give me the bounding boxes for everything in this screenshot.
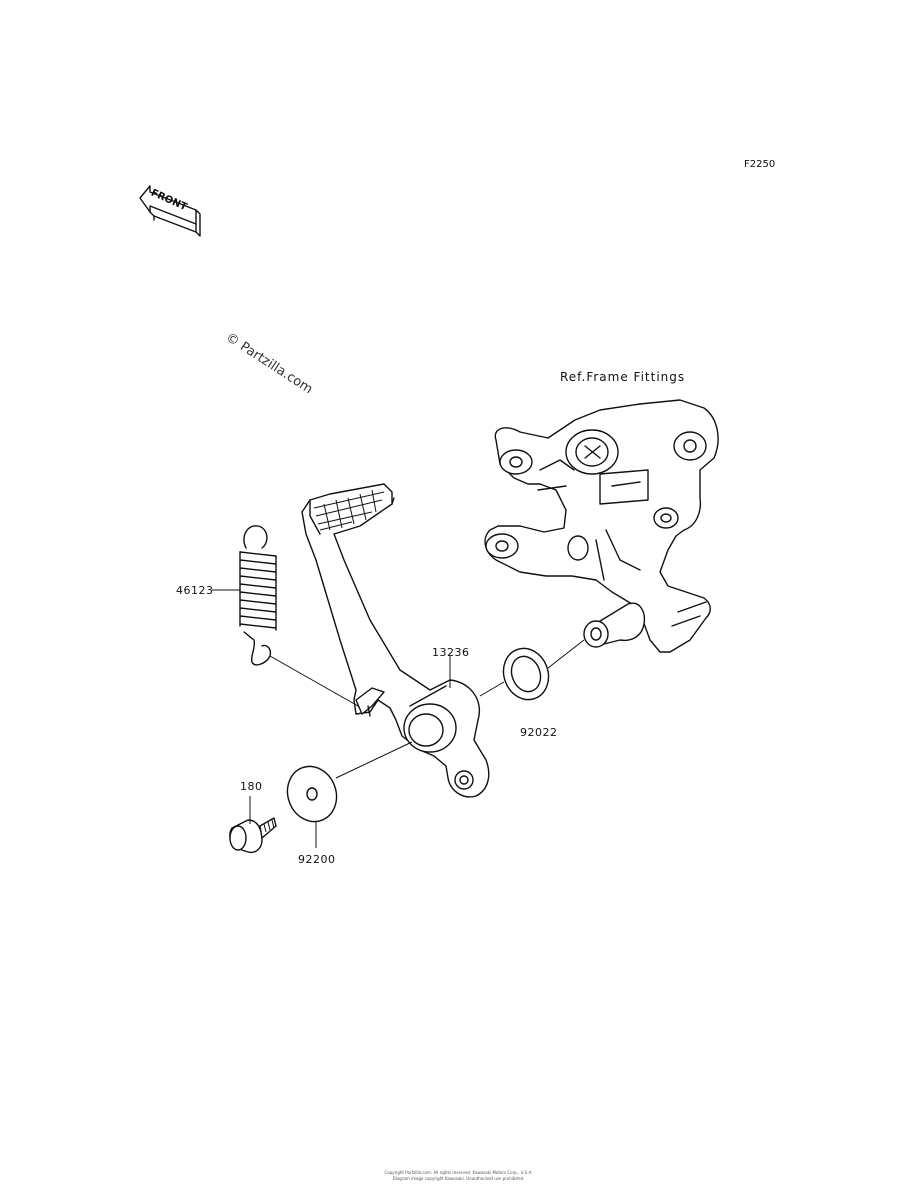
pedal-tread xyxy=(313,489,385,531)
assembly-lines xyxy=(269,639,585,779)
copyright-line-2: Diagram image copyright Kawasaki. Unauth… xyxy=(392,1176,525,1181)
washer-92022 xyxy=(502,647,550,701)
leader-lines xyxy=(212,589,451,848)
bolt-180 xyxy=(229,817,277,854)
frame-fitting-bracket xyxy=(484,399,719,653)
reference-note: Ref.Frame Fittings xyxy=(560,370,686,384)
part-label-180: 180 xyxy=(240,780,263,793)
part-label-92200: 92200 xyxy=(298,853,336,866)
spring-46123 xyxy=(239,525,277,666)
part-label-92022: 92022 xyxy=(520,726,558,739)
copyright-line-1: Copyright Partzilla.com. All rights rese… xyxy=(384,1170,533,1175)
front-arrow-icon: FRONT xyxy=(139,185,201,237)
part-label-13236: 13236 xyxy=(432,646,470,659)
brake-pedal-13236 xyxy=(301,483,490,798)
part-label-46123: 46123 xyxy=(176,584,214,597)
washer-92200 xyxy=(286,765,338,823)
diagram-code: F2250 xyxy=(744,159,776,170)
